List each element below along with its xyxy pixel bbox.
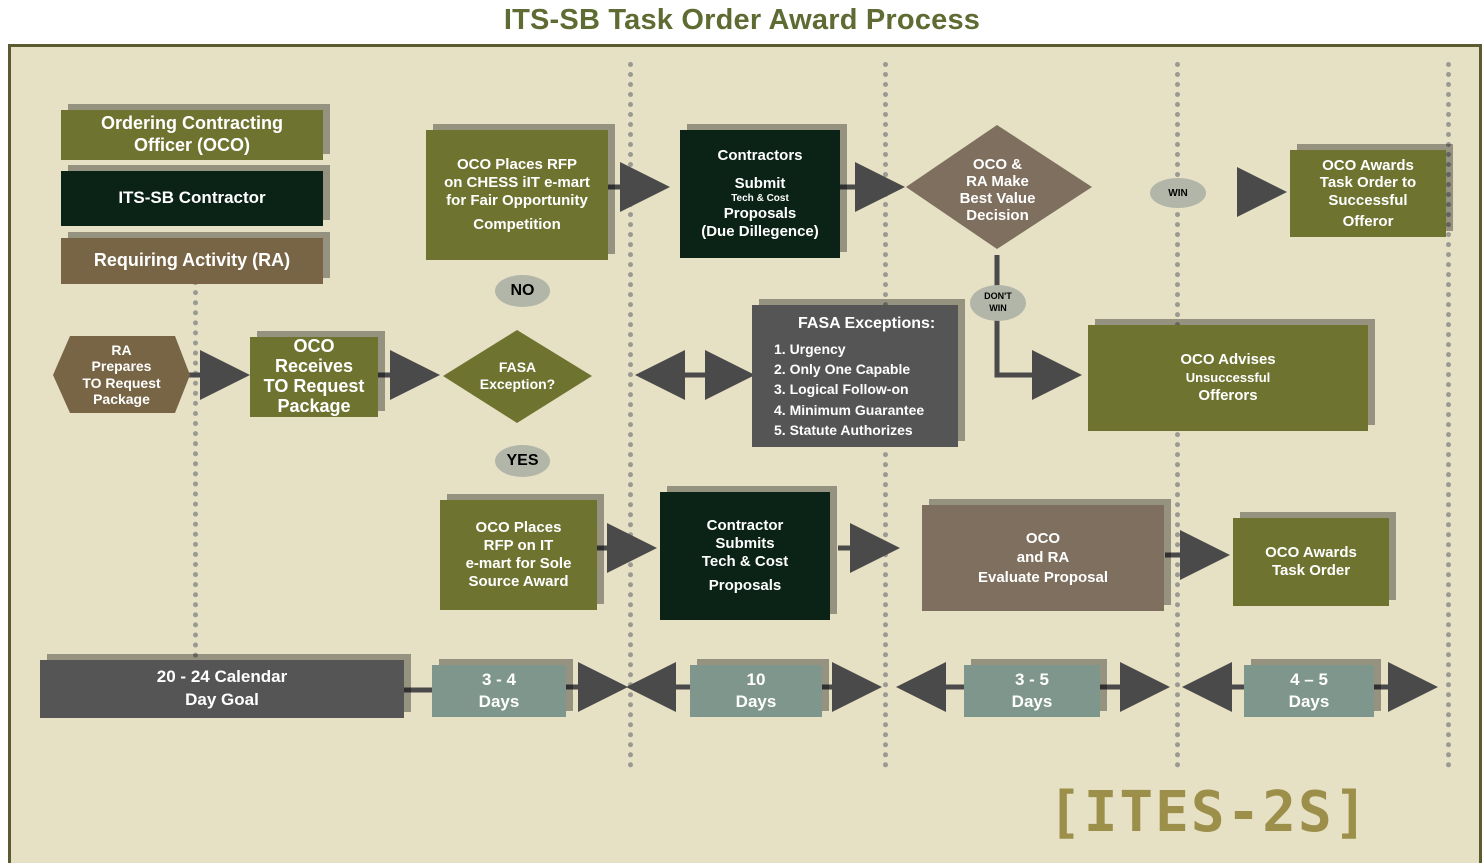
contractors-submit-l1: Contractors <box>717 147 803 164</box>
fasa-exception-4: 4. Minimum Guarantee <box>774 401 925 418</box>
best-value-l1: OCO & <box>972 155 1023 173</box>
oco-advises-l1: OCO Advises <box>1180 351 1276 369</box>
best-value-node: OCO & RA Make Best Value Decision <box>930 150 1065 230</box>
contractor-submits-l1: Contractor <box>706 517 784 534</box>
divider-1 <box>628 62 633 768</box>
ra-prepares-l1: RA <box>111 342 132 359</box>
ra-prepares-l3: TO Request <box>82 374 161 391</box>
timeline-duration-2-unit: Days <box>735 692 777 711</box>
contractors-submit-l2: Submit <box>734 175 786 192</box>
oco-places-sole-l2: RFP on IT <box>483 537 554 554</box>
oco-awards-successful-l3: Successful <box>1328 191 1408 209</box>
contractors-submit-l3: Tech & Cost <box>731 193 789 204</box>
best-value-decision-shape <box>906 125 1092 249</box>
legend-oco: Ordering Contracting Officer (OCO) <box>61 110 323 160</box>
timeline-goal-l2: Day Goal <box>185 690 259 709</box>
oco-awards-successful-l2: Task Order to <box>1319 174 1417 192</box>
ra-prepares-node: RA Prepares TO Request Package <box>53 336 190 413</box>
oco-ra-evaluate-l1: OCO <box>1025 529 1061 547</box>
timeline-duration-2: 10 Days <box>690 665 822 717</box>
contractor-submits-l3: Tech & Cost <box>701 553 789 570</box>
legend-oco-text: Ordering Contracting Officer (OCO) <box>100 113 283 155</box>
win-label: WIN <box>1150 178 1206 208</box>
oco-places-chess-l3: for Fair Opportunity <box>446 192 588 209</box>
ites-2s-logo: [ITES-2S] <box>1048 780 1370 845</box>
oco-places-chess-l2: on CHESS iIT e-mart <box>444 174 590 191</box>
divider-4 <box>1446 62 1451 768</box>
legend-contractor: ITS-SB Contractor <box>61 171 323 226</box>
oco-awards-task-l2: Task Order <box>1271 562 1351 579</box>
oco-places-sole-node: OCO Places RFP on IT e-mart for Sole Sou… <box>440 500 597 610</box>
best-value-l4: Decision <box>966 207 1029 225</box>
oco-places-chess-l1: OCO Places RFP <box>456 156 578 173</box>
oco-places-sole-l4: Source Award <box>468 573 569 590</box>
timeline-duration-3: 3 - 5 Days <box>964 665 1100 717</box>
timeline-duration-4-value: 4 – 5 <box>1290 669 1328 689</box>
timeline-duration-1-unit: Days <box>478 692 520 711</box>
oco-advises-l3: Offerors <box>1198 387 1258 405</box>
oco-ra-evaluate-l2: and RA <box>1016 549 1070 567</box>
contractor-submits-l4: Proposals <box>708 577 782 594</box>
timeline-duration-2-value: 10 <box>746 669 766 689</box>
oco-advises-node: OCO Advises Unsuccessful Offerors <box>1088 325 1368 431</box>
oco-receives-l3: TO Request <box>263 376 365 396</box>
oco-ra-evaluate-l3: Evaluate Proposal <box>977 568 1109 586</box>
fasa-exceptions-node: FASA Exceptions: 1. Urgency 2. Only One … <box>752 305 958 447</box>
timeline-duration-3-value: 3 - 5 <box>1014 669 1050 689</box>
fasa-decision-l2: Exception? <box>479 376 556 392</box>
oco-awards-successful-l1: OCO Awards <box>1322 157 1414 174</box>
fasa-exceptions-heading: FASA Exceptions: <box>798 314 936 332</box>
fasa-exception-3: 3. Logical Follow-on <box>774 381 909 398</box>
fasa-exception-2: 2. Only One Capable <box>774 361 911 378</box>
dont-win-l1: DON'T <box>984 291 1012 302</box>
fasa-exception-5: 5. Statute Authorizes <box>774 422 913 439</box>
oco-places-sole-l1: OCO Places <box>475 519 562 536</box>
dont-win-label: DON'T WIN <box>970 285 1026 321</box>
oco-places-chess-node: OCO Places RFP on CHESS iIT e-mart for F… <box>426 130 608 260</box>
timeline-duration-3-unit: Days <box>1011 692 1053 711</box>
no-label: NO <box>495 275 550 307</box>
oco-awards-task-node: OCO Awards Task Order <box>1233 518 1389 606</box>
ra-prepares-l2: Prepares <box>91 358 152 375</box>
contractor-submits-node: Contractor Submits Tech & Cost Proposals <box>660 492 830 620</box>
contractor-submits-l2: Submits <box>715 535 775 552</box>
oco-awards-successful-node: OCO Awards Task Order to Successful Offe… <box>1290 150 1446 237</box>
fasa-decision-l1: FASA <box>498 359 537 376</box>
contractors-submit-node: Contractors Submit Tech & Cost Proposals… <box>680 130 840 258</box>
oco-places-chess-l4: Competition <box>473 216 561 233</box>
legend-ra-text: Requiring Activity (RA) <box>93 250 291 271</box>
legend-contractor-text: ITS-SB Contractor <box>118 188 266 208</box>
fasa-decision-node: FASA Exception? <box>455 345 580 407</box>
timeline-duration-1: 3 - 4 Days <box>432 665 566 717</box>
oco-places-sole-l3: e-mart for Sole <box>465 555 572 572</box>
oco-awards-task-l1: OCO Awards <box>1265 544 1357 561</box>
oco-awards-successful-l4: Offeror <box>1342 212 1394 230</box>
oco-ra-evaluate-node: OCO and RA Evaluate Proposal <box>922 505 1164 611</box>
dont-win-l2: WIN <box>989 303 1007 313</box>
oco-advises-l2: Unsuccessful <box>1185 369 1271 385</box>
timeline-duration-4: 4 – 5 Days <box>1244 665 1374 717</box>
oco-receives-node: OCO Receives TO Request Package <box>250 337 378 417</box>
ra-prepares-shape <box>53 336 190 413</box>
timeline-goal-l1: 20 - 24 Calendar <box>156 667 288 687</box>
fasa-decision-shape <box>443 330 592 423</box>
fasa-exception-1: 1. Urgency <box>774 340 846 357</box>
oco-receives-l2: Receives <box>274 356 354 377</box>
contractors-submit-l4: Proposals <box>723 205 797 222</box>
timeline-duration-1-value: 3 - 4 <box>481 669 517 689</box>
oco-receives-l4: Package <box>277 395 351 416</box>
divider-ra <box>193 270 198 658</box>
timeline-goal: 20 - 24 Calendar Day Goal <box>40 660 404 718</box>
best-value-l3: Best Value <box>959 190 1036 207</box>
best-value-l2: RA Make <box>966 172 1029 190</box>
page-title: ITS-SB Task Order Award Process <box>503 4 981 36</box>
contractors-submit-l5: (Due Dillegence) <box>701 223 819 240</box>
yes-label: YES <box>495 445 550 477</box>
timeline-duration-4-unit: Days <box>1288 692 1330 711</box>
legend-ra: Requiring Activity (RA) <box>61 238 323 284</box>
oco-receives-l1: OCO <box>293 336 335 357</box>
ra-prepares-l4: Package <box>93 390 150 407</box>
